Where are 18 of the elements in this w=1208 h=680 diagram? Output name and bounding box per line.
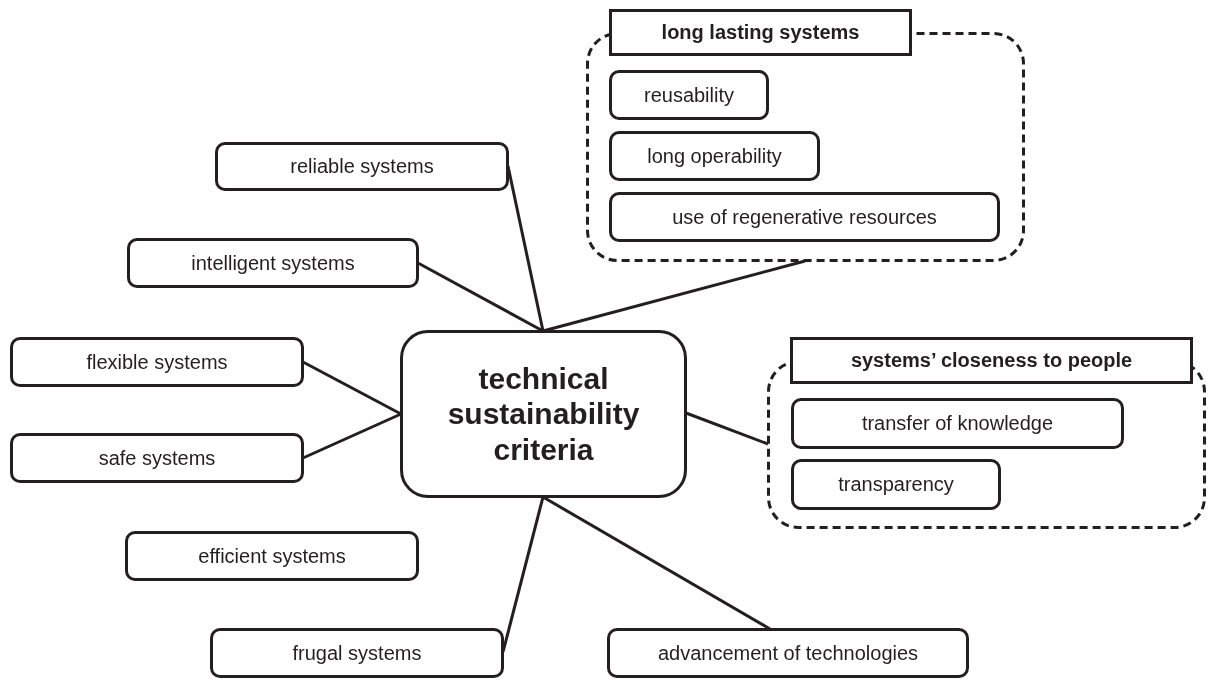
- connector-line: [685, 411, 769, 446]
- criterion-box: transparency: [791, 459, 1001, 510]
- criterion-box: frugal systems: [210, 628, 504, 678]
- connector-line: [302, 412, 402, 460]
- group-heading: long lasting systems: [609, 9, 912, 56]
- criterion-box: use of regenerative resources: [609, 192, 1000, 242]
- criterion-box: reusability: [609, 70, 769, 120]
- group-heading: systems’ closeness to people: [790, 337, 1193, 384]
- central-topic-box: technical sustainability criteria: [400, 330, 687, 498]
- connector-line: [302, 360, 402, 416]
- criterion-box: flexible systems: [10, 337, 304, 387]
- criterion-box: advancement of technologies: [607, 628, 969, 678]
- criterion-box: long operability: [609, 131, 820, 181]
- criterion-box: safe systems: [10, 433, 304, 483]
- criterion-box: efficient systems: [125, 531, 419, 581]
- criterion-box: transfer of knowledge: [791, 398, 1124, 449]
- criterion-box: intelligent systems: [127, 238, 419, 288]
- criterion-box: reliable systems: [215, 142, 509, 191]
